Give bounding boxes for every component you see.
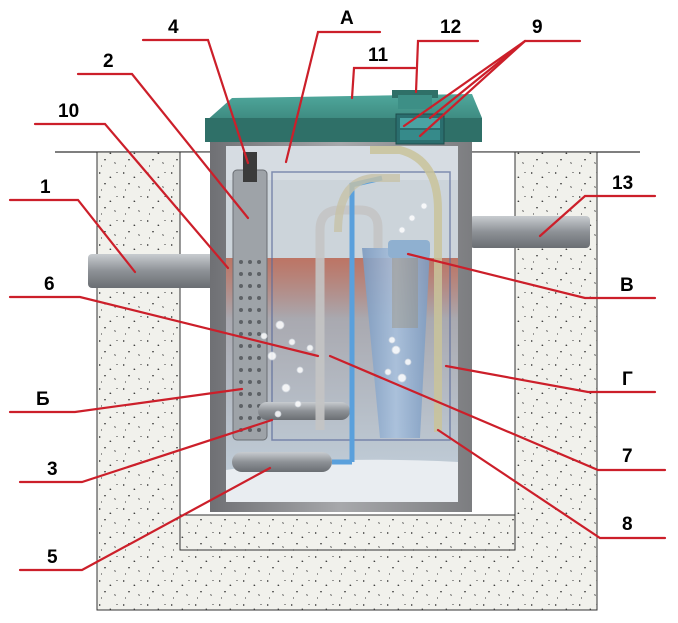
aerator-pipes xyxy=(232,402,350,472)
airlift-tubes xyxy=(315,146,442,465)
leader-9b xyxy=(428,39,527,120)
leader-7 xyxy=(328,354,667,472)
leader-4 xyxy=(141,38,250,165)
label-5: 5 xyxy=(47,547,58,568)
leader-B xyxy=(8,387,244,414)
leader-lines xyxy=(8,30,667,572)
label-7: 7 xyxy=(622,446,633,467)
label-6: 6 xyxy=(44,274,55,295)
leader-11 xyxy=(350,66,417,100)
label-1: 1 xyxy=(40,177,51,198)
label-A: А xyxy=(340,8,354,29)
outlet-pipe xyxy=(470,216,590,248)
leader-6 xyxy=(8,295,320,358)
leader-8 xyxy=(436,428,667,540)
leader-2 xyxy=(76,72,250,220)
inlet-pipe xyxy=(88,254,218,288)
air-bubbles xyxy=(260,202,428,418)
leader-G xyxy=(444,364,657,394)
receiving-chamber xyxy=(232,152,268,441)
label-13: 13 xyxy=(612,173,633,194)
leader-10 xyxy=(33,122,230,270)
leader-12 xyxy=(414,39,480,94)
label-4: 4 xyxy=(168,17,179,38)
leader-9c xyxy=(402,39,527,128)
label-11: 11 xyxy=(368,45,389,66)
leader-3 xyxy=(18,418,274,484)
compressor-unit xyxy=(395,113,445,145)
leader-5 xyxy=(18,466,272,572)
leader-1 xyxy=(8,198,137,274)
label-3: 3 xyxy=(47,459,58,480)
leader-A xyxy=(284,30,382,164)
vent-cap xyxy=(392,90,438,109)
label-2: 2 xyxy=(103,51,114,72)
callout-labels: 1 2 3 4 5 6 7 8 9 10 11 12 13 А Б В Г xyxy=(36,8,634,568)
leader-V xyxy=(406,252,657,300)
label-V: В xyxy=(620,275,634,296)
label-8: 8 xyxy=(622,514,633,535)
leader-13 xyxy=(538,194,657,238)
label-9: 9 xyxy=(532,17,543,38)
label-12: 12 xyxy=(440,17,461,38)
label-B: Б xyxy=(36,389,50,410)
label-10: 10 xyxy=(58,101,79,122)
label-G: Г xyxy=(622,369,633,390)
